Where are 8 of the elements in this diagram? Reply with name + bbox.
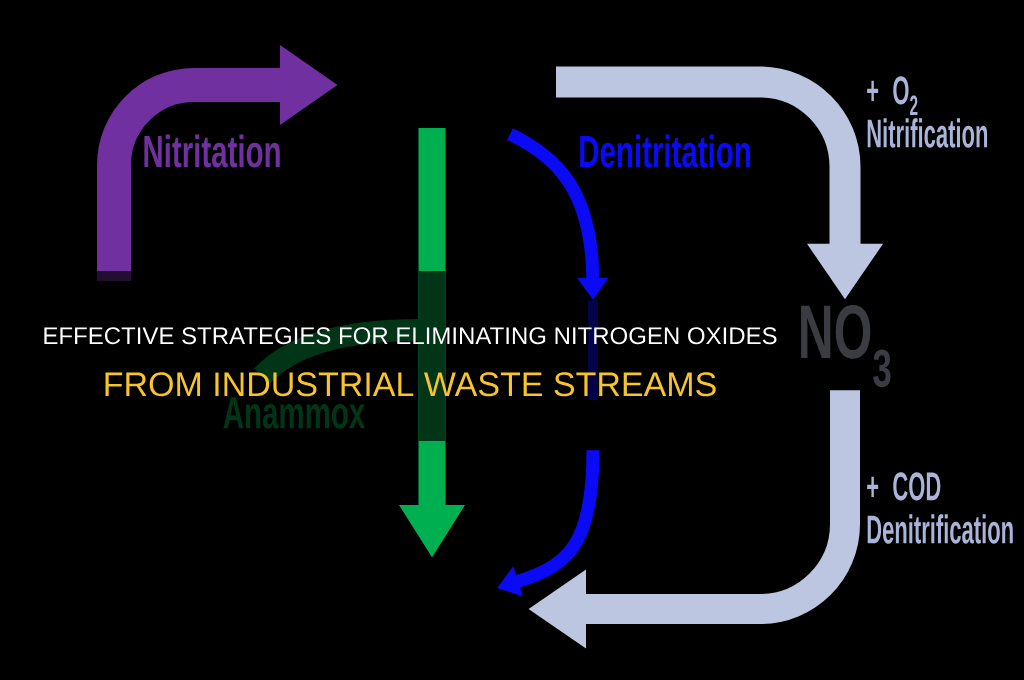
edge-label: + COD Denitrification — [867, 472, 1013, 544]
formula-label: NO$_{3}$ — [801, 304, 891, 388]
process-label: Nitritation — [144, 134, 280, 168]
title: EFFECTIVE STRATEGIES FOR ELIMINATING NITROGEN OXIDES — [44, 327, 777, 345]
edge-label: Denitritation — [580, 134, 750, 168]
edge-label: + O$_{2}$ Nitrification — [867, 76, 988, 148]
subtitle: FROM INDUSTRIAL WASTE STREAMS — [105, 372, 716, 397]
process-label: Anammox — [223, 397, 365, 429]
